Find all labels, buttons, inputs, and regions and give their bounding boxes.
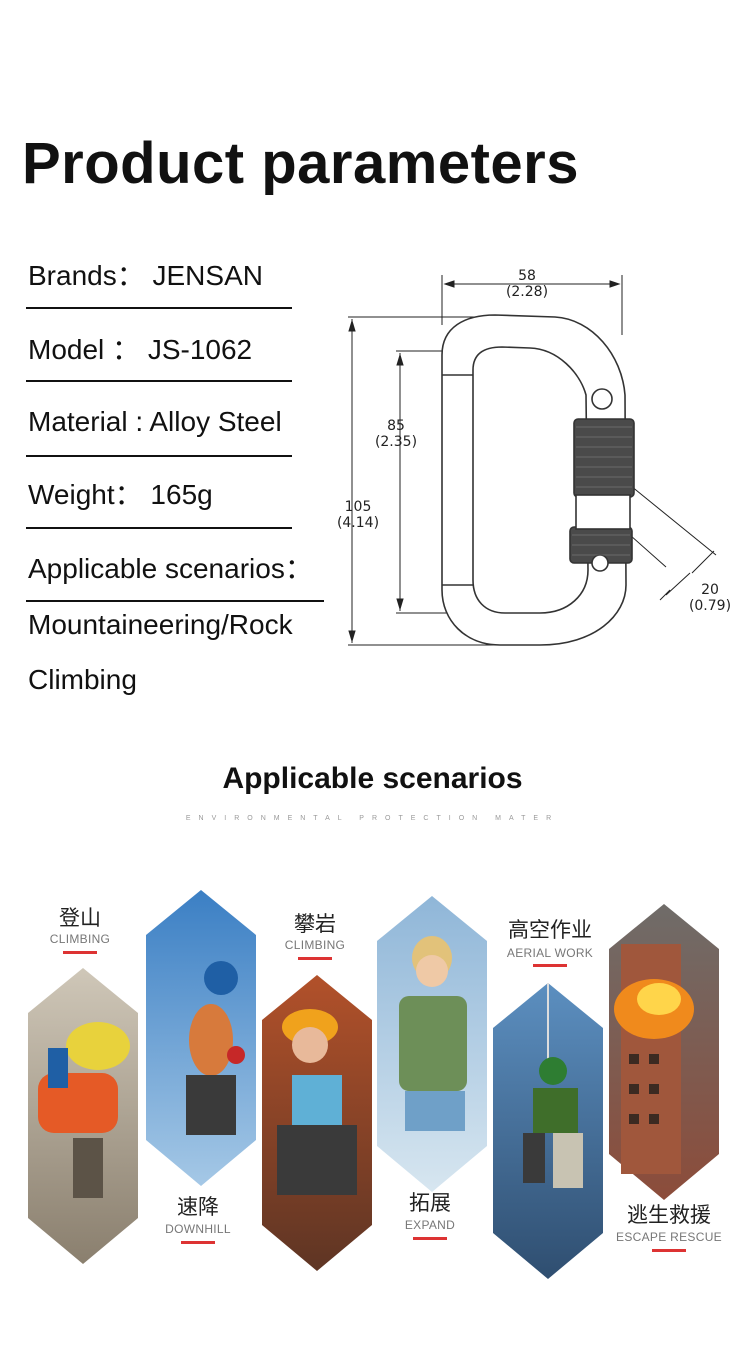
dim-height-in: (4.14) — [337, 515, 379, 531]
scenario-label-en: ESCAPE RESCUE — [616, 1230, 722, 1244]
spec-model: Model ： JS-1062 — [28, 334, 253, 365]
dim-height-mm: 105 — [345, 499, 372, 515]
spec-scenarios-label: Applicable scenarios： — [28, 553, 313, 584]
aerial-work-photo — [493, 983, 603, 1279]
scenario-label-en: CLIMBING — [49, 932, 111, 946]
dim-gate-in: (0.79) — [689, 598, 731, 614]
scenario-label-cn: 逃生救援 — [627, 1203, 711, 1227]
divider — [26, 307, 292, 309]
scenario-label-cn: 速降 — [177, 1195, 219, 1219]
escape-rescue-photo — [609, 904, 719, 1200]
scenario-accent-bar — [413, 1237, 447, 1240]
spec-material: Material : Alloy Steel — [28, 406, 282, 437]
expand-photo — [377, 896, 487, 1192]
section-title: Applicable scenarios — [222, 762, 523, 795]
scenario-accent-bar — [63, 951, 97, 954]
carabiner-diagram: 58 (2.28) 85 (2.35) 105 (4.14) 20 (0.79) — [337, 268, 731, 646]
dim-inner-height-in: (2.35) — [375, 434, 417, 450]
scenario-label-en: AERIAL WORK — [506, 946, 594, 960]
downhill-photo — [146, 890, 256, 1186]
scenario-accent-bar — [652, 1249, 686, 1252]
spec-weight: Weight： 165g — [28, 479, 213, 510]
scenario-accent-bar — [533, 964, 567, 967]
section-subtitle: ENVIRONMENTAL PROTECTION MATER — [185, 815, 560, 822]
scenario-label-en: DOWNHILL — [165, 1222, 231, 1236]
scenario-label-cn: 高空作业 — [508, 918, 592, 942]
divider — [26, 600, 324, 602]
dim-width-in: (2.28) — [506, 284, 548, 300]
spec-scenarios-value: Mountaineering/Rock — [28, 609, 293, 640]
rock-climbing-photo — [262, 975, 372, 1271]
spec-scenarios-value-cont: Climbing — [28, 664, 137, 695]
dim-gate-mm: 20 — [701, 582, 719, 598]
scenario-label-cn: 拓展 — [409, 1191, 451, 1215]
scenario-accent-bar — [181, 1241, 215, 1244]
divider — [26, 380, 292, 382]
climbing-photo — [28, 968, 138, 1264]
dim-width-mm: 58 — [518, 268, 536, 284]
scenario-label-en: CLIMBING — [284, 938, 346, 952]
dim-inner-height-mm: 85 — [387, 418, 405, 434]
scenario-label-cn: 攀岩 — [294, 912, 336, 936]
scenario-label-cn: 登山 — [59, 906, 101, 930]
divider — [26, 527, 292, 529]
page-title: Product parameters — [22, 131, 579, 196]
scenario-accent-bar — [298, 957, 332, 960]
spec-brand: Brands： JENSAN — [28, 260, 263, 291]
divider — [26, 455, 292, 457]
scenario-label-en: EXPAND — [404, 1218, 456, 1232]
